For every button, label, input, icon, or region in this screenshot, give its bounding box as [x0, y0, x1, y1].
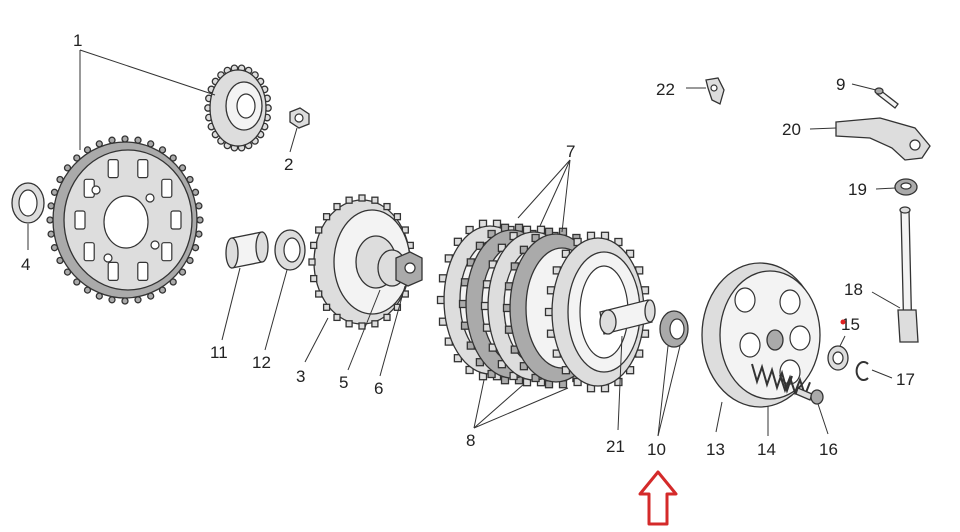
part-11-bushing [225, 231, 269, 269]
label-20: 20 [782, 120, 801, 139]
part-18-release-shaft [897, 206, 919, 343]
label-17: 17 [896, 370, 915, 389]
label-2: 2 [284, 155, 293, 174]
part-3-clutch-hub [308, 194, 416, 330]
label-22: 22 [656, 80, 675, 99]
leader-lines [27, 49, 901, 437]
part-20-clutch-lever [835, 117, 931, 161]
part-19-seal [894, 178, 918, 196]
part-16-bolt [795, 387, 824, 405]
part-2-nut [289, 107, 310, 129]
marker-dot [840, 319, 846, 325]
part-labels: 1 2 3 4 5 6 7 8 9 10 11 12 13 14 15 16 1… [21, 31, 915, 459]
label-14: 14 [757, 440, 776, 459]
label-19: 19 [848, 180, 867, 199]
part-6-hub-nut [395, 251, 423, 287]
label-4: 4 [21, 255, 30, 274]
up-arrow-outline-icon [638, 470, 678, 526]
label-6: 6 [374, 379, 383, 398]
label-15: 15 [841, 315, 860, 334]
label-12: 12 [252, 353, 271, 372]
part-4-seal [11, 182, 45, 224]
label-8: 8 [466, 431, 475, 450]
label-1: 1 [73, 31, 82, 50]
part-13-pressure-plate [701, 262, 821, 408]
part-1-primary-gear [204, 64, 272, 152]
part-10-bearing [659, 310, 689, 348]
part-15-washer [827, 345, 849, 371]
part-17-circlip [855, 361, 869, 381]
part-7-8-clutch-plates [436, 219, 652, 393]
label-21: 21 [606, 437, 625, 456]
label-3: 3 [296, 367, 305, 386]
part-1-clutch-housing [46, 135, 204, 305]
part-21-pushrod [599, 299, 656, 335]
part-9-bolt [874, 87, 899, 109]
part-22-bracket [705, 77, 725, 105]
label-7: 7 [566, 142, 575, 161]
label-13: 13 [706, 440, 725, 459]
label-18: 18 [844, 280, 863, 299]
label-16: 16 [819, 440, 838, 459]
label-10: 10 [647, 440, 666, 459]
label-9: 9 [836, 75, 845, 94]
label-11: 11 [210, 343, 228, 362]
label-5: 5 [339, 373, 348, 392]
part-12-washer [274, 229, 306, 271]
